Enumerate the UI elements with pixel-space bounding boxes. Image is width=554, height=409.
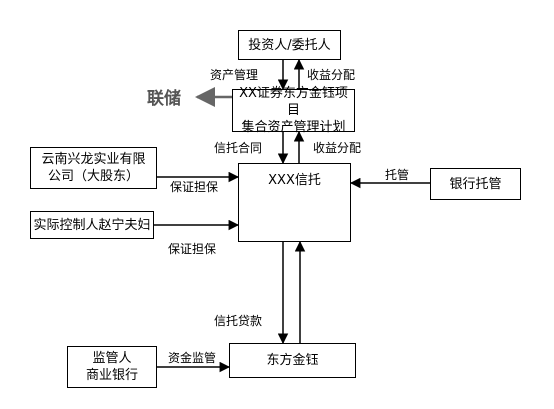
- edge-label-custody: 托管: [385, 168, 410, 182]
- edge-label-fund-supervision: 资金监管: [168, 351, 217, 365]
- edge-label-trust-loan: 信托贷款: [214, 314, 263, 328]
- node-trust: XXX信托: [238, 163, 351, 242]
- edge-label-income-dist-mid: 收益分配: [313, 141, 362, 155]
- node-custodian-label: 银行托管: [449, 176, 502, 192]
- edge-label-trust-contract: 信托合同: [214, 141, 263, 155]
- node-trust-label: XXX信托: [268, 173, 321, 188]
- node-borrower-label: 东方金钰: [266, 353, 319, 368]
- node-supervisor-bank: 监管人 商业银行: [67, 346, 157, 388]
- node-investor-label: 投资人/委托人: [248, 37, 331, 53]
- annotation-lianchu: 联储: [147, 89, 181, 109]
- node-guarantor-company: 云南兴龙实业有限 公司（大股东）: [30, 147, 157, 189]
- edge-label-guarantee-2: 保证担保: [168, 242, 217, 256]
- node-custodian: 银行托管: [430, 168, 521, 200]
- node-investor: 投资人/委托人: [238, 30, 341, 60]
- node-plan-label: XX证券东方金钰项目 集合资产管理计划: [239, 86, 348, 135]
- node-controller: 实际控制人赵宁夫妇: [30, 211, 154, 239]
- node-borrower: 东方金钰: [229, 343, 356, 378]
- edge-label-asset-mgmt: 资产管理: [210, 68, 259, 82]
- edge-label-guarantee-1: 保证担保: [170, 180, 219, 194]
- node-guarantor-company-label: 云南兴龙实业有限 公司（大股东）: [41, 152, 146, 184]
- edge-label-income-dist-top: 收益分配: [307, 68, 356, 82]
- node-controller-label: 实际控制人赵宁夫妇: [33, 217, 151, 233]
- node-supervisor-bank-label: 监管人 商业银行: [85, 351, 138, 383]
- node-plan: XX证券东方金钰项目 集合资产管理计划: [232, 86, 355, 135]
